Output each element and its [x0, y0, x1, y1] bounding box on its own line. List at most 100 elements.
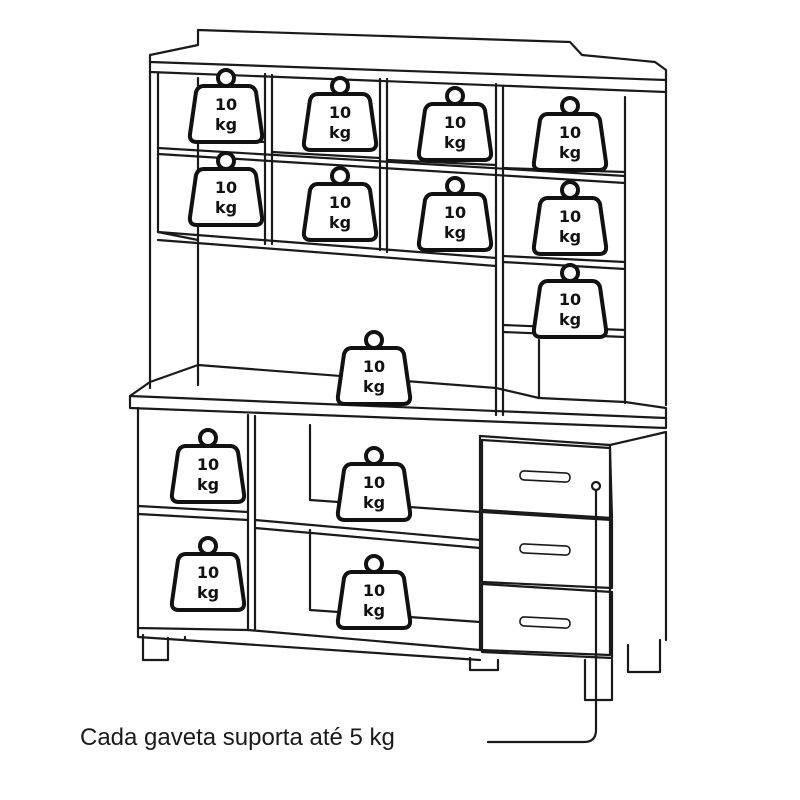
weight-body — [335, 570, 413, 630]
leg-middle — [468, 656, 500, 672]
callout-leader — [486, 488, 598, 744]
leg-front-right — [583, 658, 614, 702]
weight-body — [531, 112, 609, 172]
drawer-2 — [480, 510, 614, 590]
weight-body — [301, 92, 379, 152]
weight-value-label: 10 — [363, 473, 385, 492]
weight-value-label: 10 — [559, 207, 581, 226]
weight-unit-label: kg — [444, 223, 466, 242]
weight-handle-ring — [330, 166, 350, 186]
drawer-3 — [480, 582, 614, 660]
divider-2 — [378, 77, 389, 254]
weight-unit-label: kg — [329, 123, 351, 142]
weight-body — [531, 279, 609, 339]
weight-unit-label: kg — [215, 115, 237, 134]
weight-handle-ring — [364, 446, 384, 466]
drawer-3-handle — [519, 616, 571, 629]
callout-line — [486, 480, 602, 744]
drawer-capacity-caption: Cada gaveta suporta até 5 kg — [80, 724, 395, 751]
weight-value-label: 10 — [329, 103, 351, 122]
crown-board — [148, 28, 668, 82]
cabinet-divider — [246, 413, 257, 632]
weight-value-label: 10 — [363, 357, 385, 376]
weight-handle-ring — [445, 176, 465, 196]
weight-handle-ring — [330, 76, 350, 96]
weight-handle-ring — [445, 86, 465, 106]
cabinet-right-side — [608, 430, 668, 642]
weight-value-label: 10 — [215, 178, 237, 197]
weight-handle-ring — [364, 330, 384, 350]
divider-3 — [494, 82, 505, 417]
weight-body — [335, 346, 413, 406]
left-cabinet-shelf — [136, 504, 250, 522]
callout-anchor-dot — [590, 480, 602, 492]
weight-body — [169, 552, 247, 612]
drawer-1-handle — [519, 470, 571, 483]
weight-unit-label: kg — [329, 213, 351, 232]
weight-body — [187, 84, 265, 144]
weight-body — [169, 444, 247, 504]
weight-value-label: 10 — [197, 563, 219, 582]
weight-body — [416, 192, 494, 252]
shelf-row-2 — [156, 230, 498, 268]
weight-unit-label: kg — [363, 377, 385, 396]
drawer-1 — [480, 438, 614, 520]
weight-value-label: 10 — [559, 123, 581, 142]
weight-value-label: 10 — [444, 203, 466, 222]
weight-unit-label: kg — [559, 227, 581, 246]
weight-value-label: 10 — [197, 455, 219, 474]
countertop — [128, 363, 668, 430]
weight-handle-ring — [560, 263, 580, 283]
weight-handle-ring — [560, 96, 580, 116]
weight-handle-ring — [198, 428, 218, 448]
weight-handle-ring — [216, 68, 236, 88]
weight-body — [335, 462, 413, 522]
weight-value-label: 10 — [329, 193, 351, 212]
weight-unit-label: kg — [197, 583, 219, 602]
weight-unit-label: kg — [559, 310, 581, 329]
counter-edge — [128, 394, 668, 430]
weight-unit-label: kg — [559, 143, 581, 162]
weight-unit-label: kg — [363, 493, 385, 512]
counter-surface — [128, 363, 668, 420]
weight-body — [531, 196, 609, 256]
weight-body — [187, 167, 265, 227]
weight-handle-ring — [560, 180, 580, 200]
weight-body — [416, 102, 494, 162]
weight-value-label: 10 — [444, 113, 466, 132]
weight-handle-ring — [216, 151, 236, 171]
weight-handle-ring — [198, 536, 218, 556]
leg-front-left — [141, 633, 187, 662]
center-cabinet-shelf — [253, 518, 482, 550]
weight-unit-label: kg — [363, 601, 385, 620]
cabinet-base — [136, 626, 482, 662]
weight-value-label: 10 — [559, 290, 581, 309]
drawer-2-handle — [519, 543, 571, 556]
top-board-edge — [148, 60, 668, 94]
drawer-frame — [478, 434, 612, 657]
weight-value-label: 10 — [215, 95, 237, 114]
weight-unit-label: kg — [215, 198, 237, 217]
weight-unit-label: kg — [197, 475, 219, 494]
weight-unit-label: kg — [444, 133, 466, 152]
weight-body — [301, 182, 379, 242]
weight-handle-ring — [364, 554, 384, 574]
leg-back-right — [626, 638, 662, 674]
